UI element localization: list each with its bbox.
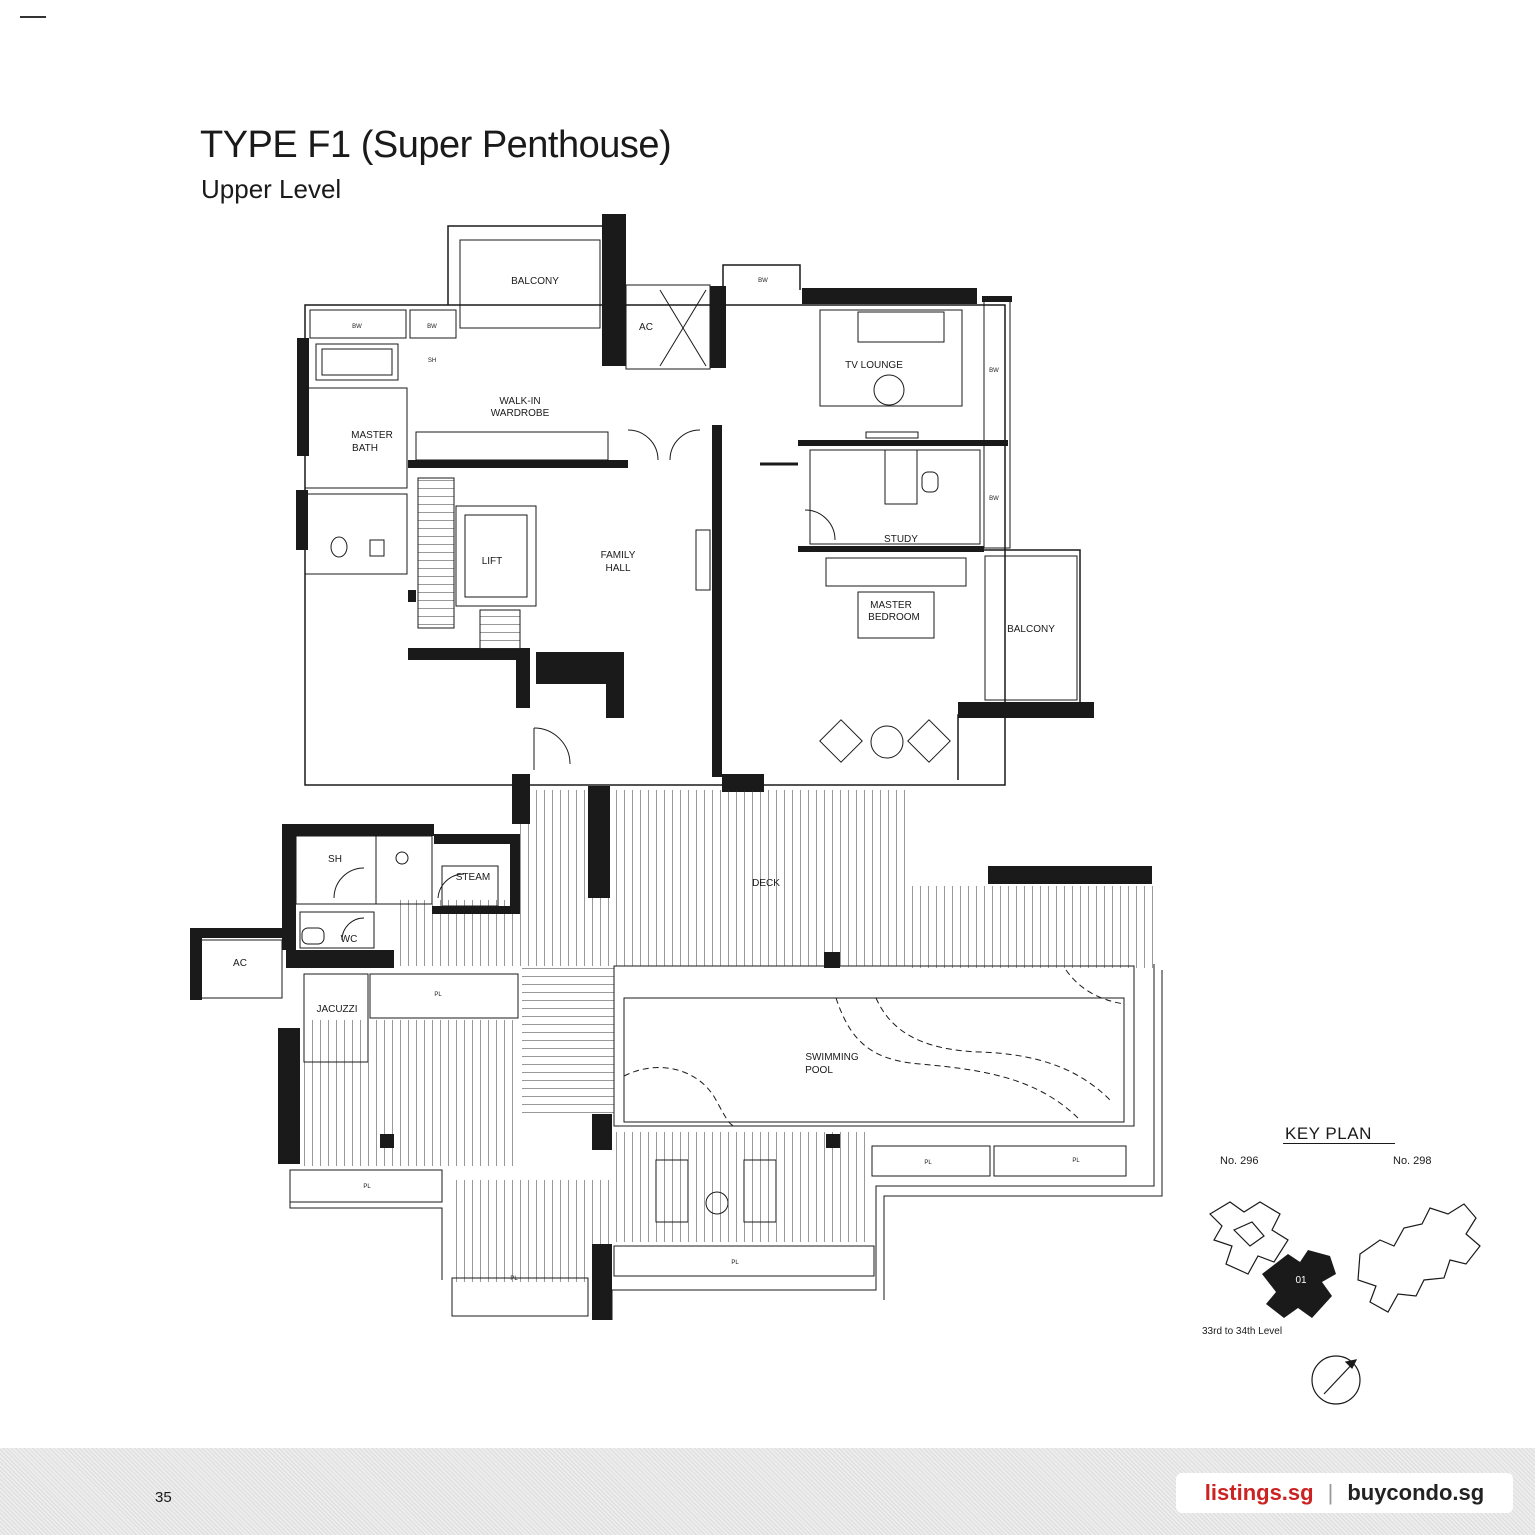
label-swimming-pool-2: POOL — [805, 1065, 833, 1076]
label-master-bath-1: MASTER — [351, 430, 393, 441]
key-plan-left-block: No. 296 — [1220, 1155, 1259, 1167]
key-plan-unit-label: 01 — [1295, 1275, 1307, 1286]
label-bw-5: BW — [989, 496, 999, 502]
key-plan-levels: 33rd to 34th Level — [1202, 1326, 1283, 1337]
page-title: TYPE F1 (Super Penthouse) — [200, 124, 672, 166]
label-pl-2: PL — [363, 1184, 371, 1190]
key-plan-unit — [1262, 1250, 1336, 1318]
label-pl-5: PL — [731, 1260, 739, 1266]
label-walkin-1: WALK-IN — [499, 396, 540, 407]
key-plan-right-block: No. 298 — [1393, 1155, 1432, 1167]
key-plan-title: KEY PLAN — [1285, 1124, 1372, 1143]
label-master-bath-2: BATH — [352, 443, 378, 454]
label-family-hall-1: FAMILY — [601, 550, 636, 561]
key-plan-rule — [1283, 1143, 1395, 1144]
label-master-bedroom-2: BEDROOM — [868, 612, 920, 623]
label-pl-4: PL — [1072, 1158, 1080, 1164]
label-ac-bottom: AC — [233, 958, 247, 969]
label-family-hall-2: HALL — [605, 563, 630, 574]
brand-buycondo: buycondo.sg — [1347, 1480, 1485, 1505]
north-arrow-icon — [1311, 1355, 1361, 1405]
label-walkin-2: WARDROBE — [491, 408, 550, 419]
label-sh-bottom: SH — [328, 854, 342, 865]
brand-separator: | — [1327, 1480, 1334, 1505]
label-balcony-top: BALCONY — [511, 276, 559, 287]
brand-listings: listings.sg — [1204, 1480, 1314, 1505]
brand-watermark: listings.sg | buycondo.sg — [1176, 1473, 1513, 1513]
label-lift: LIFT — [482, 556, 503, 567]
label-pl-1: PL — [434, 992, 442, 998]
label-pl-6: PL — [510, 1276, 518, 1282]
interior-lines — [304, 239, 1078, 770]
room-labels: BALCONY BW BW BW BW BW SH AC TV LOUNGE W… — [233, 276, 1080, 1282]
label-master-bedroom-1: MASTER — [870, 600, 912, 611]
walls-lower — [190, 774, 1152, 1320]
label-balcony-right: BALCONY — [1007, 624, 1055, 635]
label-sh-top: SH — [428, 358, 436, 364]
label-steam: STEAM — [456, 872, 490, 883]
label-tv-lounge: TV LOUNGE — [845, 360, 903, 371]
key-plan-graphic — [1209, 1201, 1481, 1313]
label-deck: DECK — [752, 878, 780, 889]
label-study: STUDY — [884, 534, 918, 545]
label-jacuzzi: JACUZZI — [316, 1004, 357, 1015]
page-number: 35 — [155, 1489, 172, 1506]
label-bw-1: BW — [352, 324, 362, 330]
label-wc: WC — [341, 934, 358, 945]
label-bw-2: BW — [427, 324, 437, 330]
label-swimming-pool-1: SWIMMING — [805, 1052, 859, 1063]
deck-lines — [199, 835, 1163, 1320]
label-ac-top: AC — [639, 322, 653, 333]
label-bw-4: BW — [989, 368, 999, 374]
walls-upper — [296, 214, 1094, 792]
corner-mark — [20, 16, 46, 18]
label-bw-3: BW — [758, 278, 768, 284]
page-subtitle: Upper Level — [201, 174, 342, 204]
label-pl-3: PL — [924, 1160, 932, 1166]
